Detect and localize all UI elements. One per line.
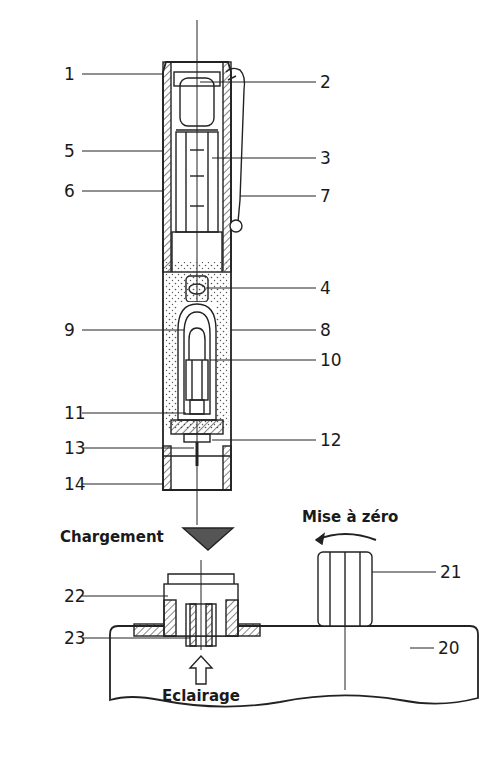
operation-label: Mise à zéro [302, 510, 398, 525]
callout-number: 2 [320, 74, 331, 91]
operation-label: Chargement [60, 530, 164, 545]
callout-number: 23 [64, 630, 86, 647]
callout-number: 9 [64, 322, 75, 339]
callout-number: 11 [64, 405, 86, 422]
callout-number: 10 [320, 352, 342, 369]
callout-number: 13 [64, 440, 86, 457]
callout-number: 7 [320, 188, 331, 205]
callout-number: 3 [320, 150, 331, 167]
callout-number: 14 [64, 476, 86, 493]
callout-number: 5 [64, 143, 75, 160]
callout-number: 21 [440, 564, 462, 581]
callout-number: 8 [320, 322, 331, 339]
operation-label: Eclairage [162, 689, 240, 704]
callout-number: 20 [438, 640, 460, 657]
callout-number: 6 [64, 183, 75, 200]
callout-number: 4 [320, 280, 331, 297]
callout-number: 22 [64, 588, 86, 605]
callout-number: 12 [320, 432, 342, 449]
callout-number: 1 [64, 66, 75, 83]
